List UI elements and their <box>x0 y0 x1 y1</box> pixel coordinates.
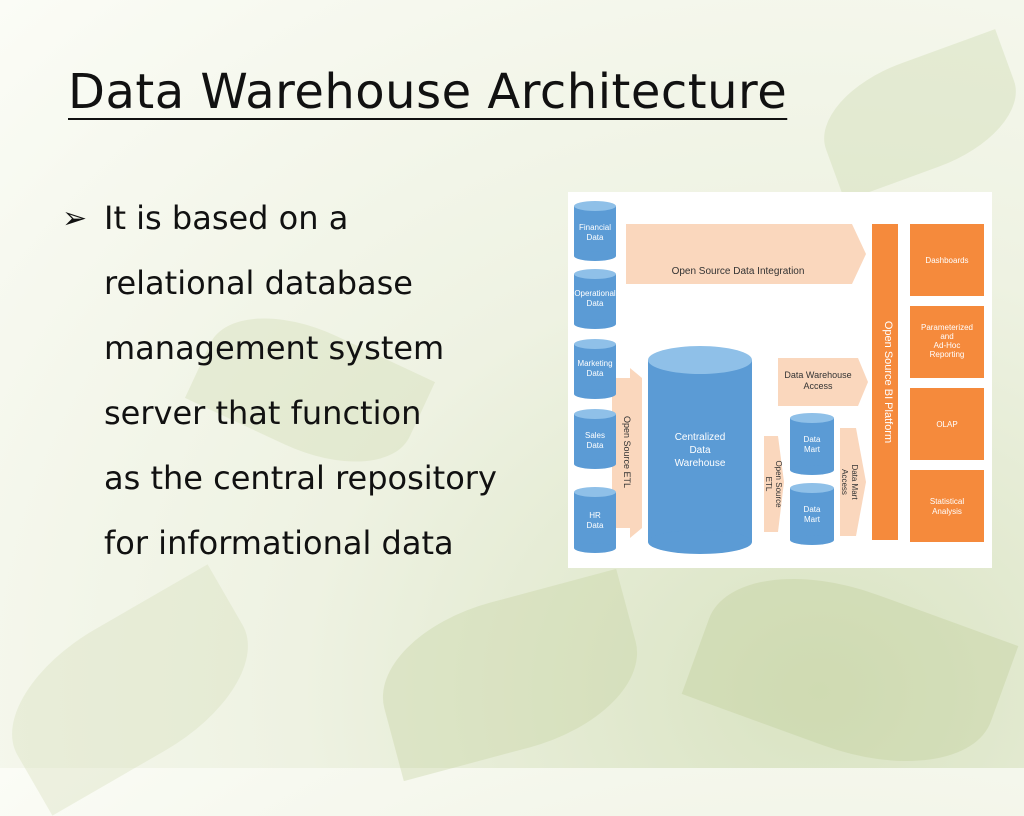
output-box-olap <box>910 388 984 460</box>
source-cylinder-marketing <box>574 339 616 399</box>
source-cylinder-hr <box>574 487 616 553</box>
central-warehouse-cylinder <box>648 346 752 554</box>
background-leaf <box>807 29 1024 201</box>
slide-title: Data Warehouse Architecture <box>68 64 788 120</box>
background-leaf <box>681 543 1019 797</box>
mart-access-label: Data MartAccess <box>840 464 859 500</box>
integration-label: Open Source Data Integration <box>672 266 805 277</box>
mart-access-arrow <box>840 428 866 536</box>
bullet-text-line: relational database <box>104 264 413 302</box>
bullet-text-line: It is based on a <box>104 199 349 237</box>
source-cylinder-sales <box>574 409 616 469</box>
source-cylinder-operational <box>574 269 616 329</box>
bullet-text-line: management system <box>104 329 445 367</box>
output-label-olap: OLAP <box>936 420 957 429</box>
arrow-bullet-icon: ➢ <box>62 201 88 236</box>
bi-platform-bar <box>872 224 898 540</box>
bullet-text-line: for informational data <box>104 524 454 562</box>
bullet-point: ➢ It is based on a relational database m… <box>62 186 582 576</box>
dw-access-arrow <box>778 358 868 406</box>
etl-arrow-right <box>764 436 784 532</box>
bullet-text-line: as the central repository <box>104 459 497 497</box>
output-box-reporting <box>910 306 984 378</box>
output-box-statistical <box>910 470 984 542</box>
data-integration-arrow <box>626 224 866 284</box>
etl-arrow-left <box>612 368 642 538</box>
output-box-dashboards <box>910 224 984 296</box>
bullet-text-line: server that function <box>104 394 422 432</box>
output-label-dashboards: Dashboards <box>925 256 968 265</box>
data-mart-cylinder-2 <box>790 483 834 545</box>
etl-left-label: Open Source ETL <box>622 416 632 488</box>
etl-right-label: Open SourceETL <box>764 460 783 508</box>
bi-platform-label: Open Source BI Platform <box>882 321 894 443</box>
background-leaf <box>365 568 655 782</box>
source-cylinder-financial <box>574 201 616 261</box>
data-mart-cylinder-1 <box>790 413 834 475</box>
background-leaf <box>0 564 278 816</box>
